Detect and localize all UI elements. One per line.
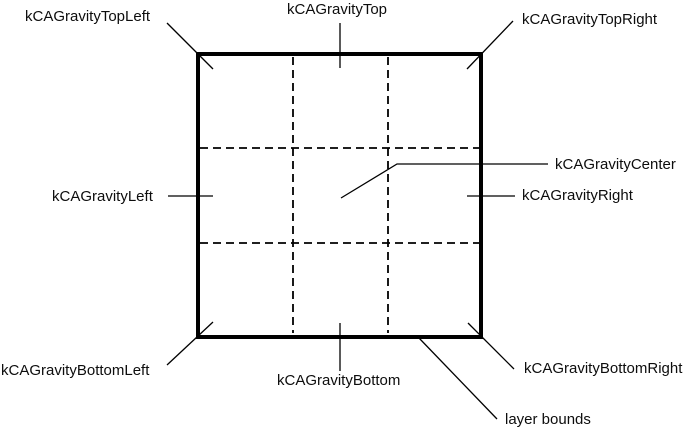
label-kcagravity-center: kCAGravityCenter	[555, 156, 676, 173]
leader-top-right	[466, 20, 514, 70]
label-kcagravity-left: kCAGravityLeft	[52, 188, 153, 205]
label-layer-bounds: layer bounds	[505, 411, 591, 428]
label-kcagravity-bottom-left: kCAGravityBottomLeft	[1, 362, 150, 379]
layer-bounds-square	[196, 52, 483, 339]
leader-bottom-right	[467, 322, 515, 370]
label-kcagravity-bottom: kCAGravityBottom	[277, 372, 401, 389]
leader-layer-bounds	[418, 337, 498, 420]
label-kcagravity-top-left: kCAGravityTopLeft	[25, 8, 151, 25]
label-kcagravity-bottom-right: kCAGravityBottomRight	[524, 360, 683, 377]
leader-center	[340, 163, 548, 199]
label-kcagravity-top-right: kCAGravityTopRight	[522, 11, 658, 28]
leader-top-left	[166, 22, 214, 70]
label-kcagravity-top: kCAGravityTop	[287, 1, 388, 18]
leader-bottom-left	[166, 321, 214, 366]
label-kcagravity-right: kCAGravityRight	[522, 187, 633, 204]
